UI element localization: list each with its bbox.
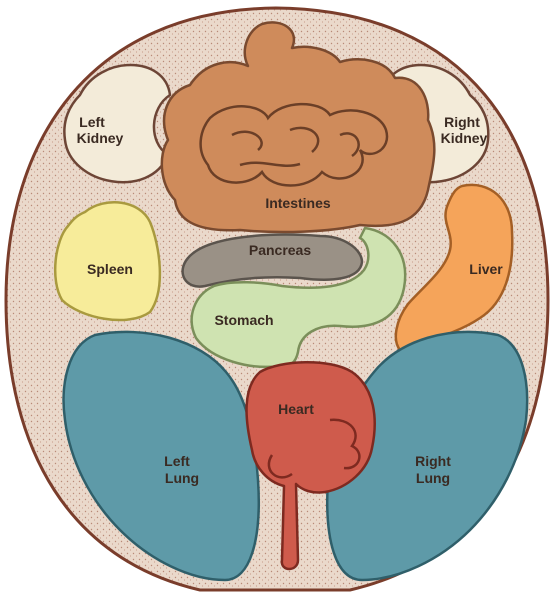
left-kidney-label-line2: Kidney [77,130,124,146]
right-kidney-label-line2: Kidney [441,130,488,146]
left-lung-label-line1: Left [164,453,190,469]
left-lung-label-line2: Lung [165,470,199,486]
heart-label: Heart [278,401,314,417]
right-lung-label-line2: Lung [416,470,450,486]
stomach-label: Stomach [214,312,273,328]
pancreas-label: Pancreas [249,242,311,258]
right-lung-label-line1: Right [415,453,451,469]
liver-label: Liver [469,261,503,277]
left-kidney-label-line1: Left [79,114,105,130]
intestines-label: Intestines [265,195,331,211]
right-kidney-label-line1: Right [444,114,480,130]
spleen-label: Spleen [87,261,133,277]
